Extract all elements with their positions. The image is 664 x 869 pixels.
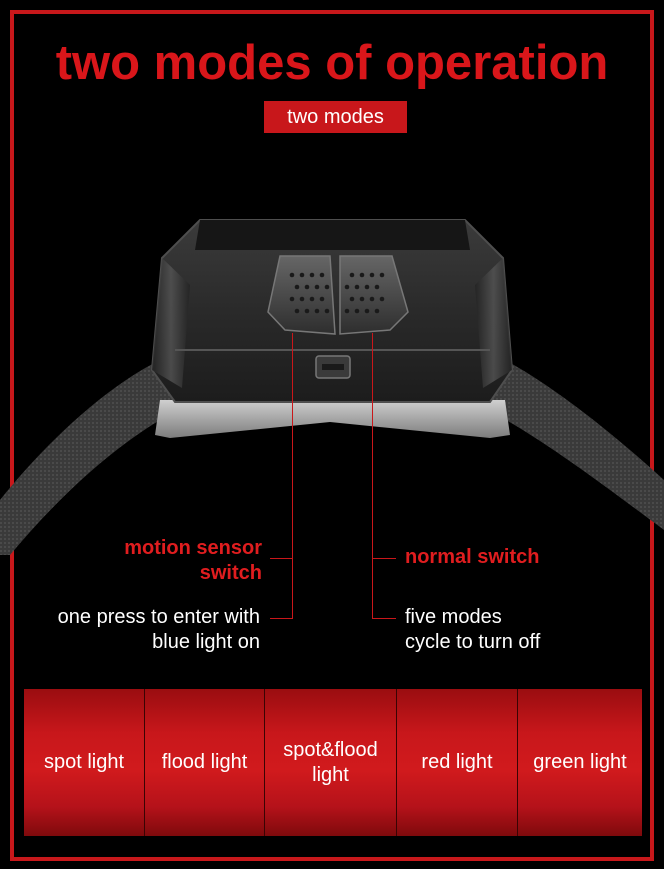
normal-switch-heading: normal switch [405, 546, 540, 568]
motion-sensor-heading-line1: motion sensor [124, 537, 262, 559]
right-callout-tick-bottom [372, 618, 396, 619]
left-callout-tick-top [270, 558, 293, 559]
motion-sensor-desc-line2: blue light on [152, 631, 260, 653]
headlamp-illustration [0, 219, 664, 555]
normal-switch-desc-line2: cycle to turn off [405, 631, 541, 653]
motion-sensor-description: one press to enter with blue light on [20, 605, 260, 655]
mode-label-line1: spot&flood [283, 738, 378, 761]
mode-spot-flood-light: spot&flood light [264, 689, 396, 836]
page-title: two modes of operation [55, 36, 609, 90]
left-callout-vertical [292, 333, 293, 618]
right-callout-tick-top [372, 558, 396, 559]
light-modes-strip: spot light flood light spot&flood light … [24, 689, 642, 836]
mode-green-light: green light [517, 689, 642, 836]
page-border [10, 10, 654, 861]
mode-label: green light [533, 751, 627, 773]
mode-label: spot light [43, 751, 125, 773]
mode-label: flood light [161, 751, 248, 773]
mode-label-line2: light [312, 763, 349, 786]
normal-switch-desc-line1: five modes [405, 606, 502, 628]
right-callout-vertical [372, 333, 373, 618]
normal-switch-description: five modes cycle to turn off [405, 605, 625, 655]
motion-sensor-desc-line1: one press to enter with [57, 606, 260, 628]
mode-red-light: red light [396, 689, 517, 836]
mode-flood-light: flood light [144, 689, 264, 836]
modes-badge: two modes [264, 101, 407, 133]
left-callout-tick-bottom [270, 618, 293, 619]
mode-label: red light [421, 751, 493, 773]
motion-sensor-heading-line2: switch [199, 562, 262, 584]
mode-spot-light: spot light [24, 689, 144, 836]
motion-sensor-heading: motion sensor switch [40, 536, 262, 586]
